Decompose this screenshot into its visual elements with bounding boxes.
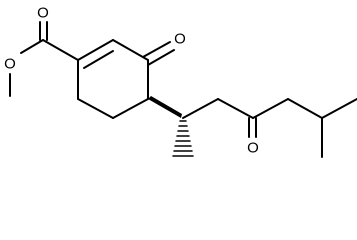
chain-bond-ca-cb [182, 98, 219, 119]
ring-bond-c1-c2 [77, 39, 114, 61]
ester-ether-bond [20, 39, 44, 54]
ester-carbonyl-oxygen-label: O [37, 5, 49, 22]
ring-ketone-oxygen-label: O [174, 31, 186, 48]
chain-bond-cb-cc [217, 98, 254, 119]
ring-ketone-bond-1 [142, 41, 171, 58]
ring-bond-c4-c5 [112, 98, 149, 119]
ring-bond-c1-c2-double [83, 50, 114, 69]
chain-bond-cd-ce [287, 98, 323, 119]
ring-bond-c5-c6 [77, 98, 114, 119]
chain-bond-cc-cd [252, 98, 289, 119]
chain-ketone-oxygen-label: O [247, 140, 259, 157]
ester-ether-oxygen-label: O [4, 56, 16, 73]
wedge-bond-c4 [148, 96, 182, 118]
hashed-wedge-bond-methyl [172, 120, 194, 157]
ring-ketone-bond-2 [147, 49, 175, 66]
isopropyl-methyl-bond-1 [321, 98, 357, 119]
ester-c-ring-bond [42, 39, 79, 61]
chemical-structure-diagram: O O O O [4, 4, 357, 158]
